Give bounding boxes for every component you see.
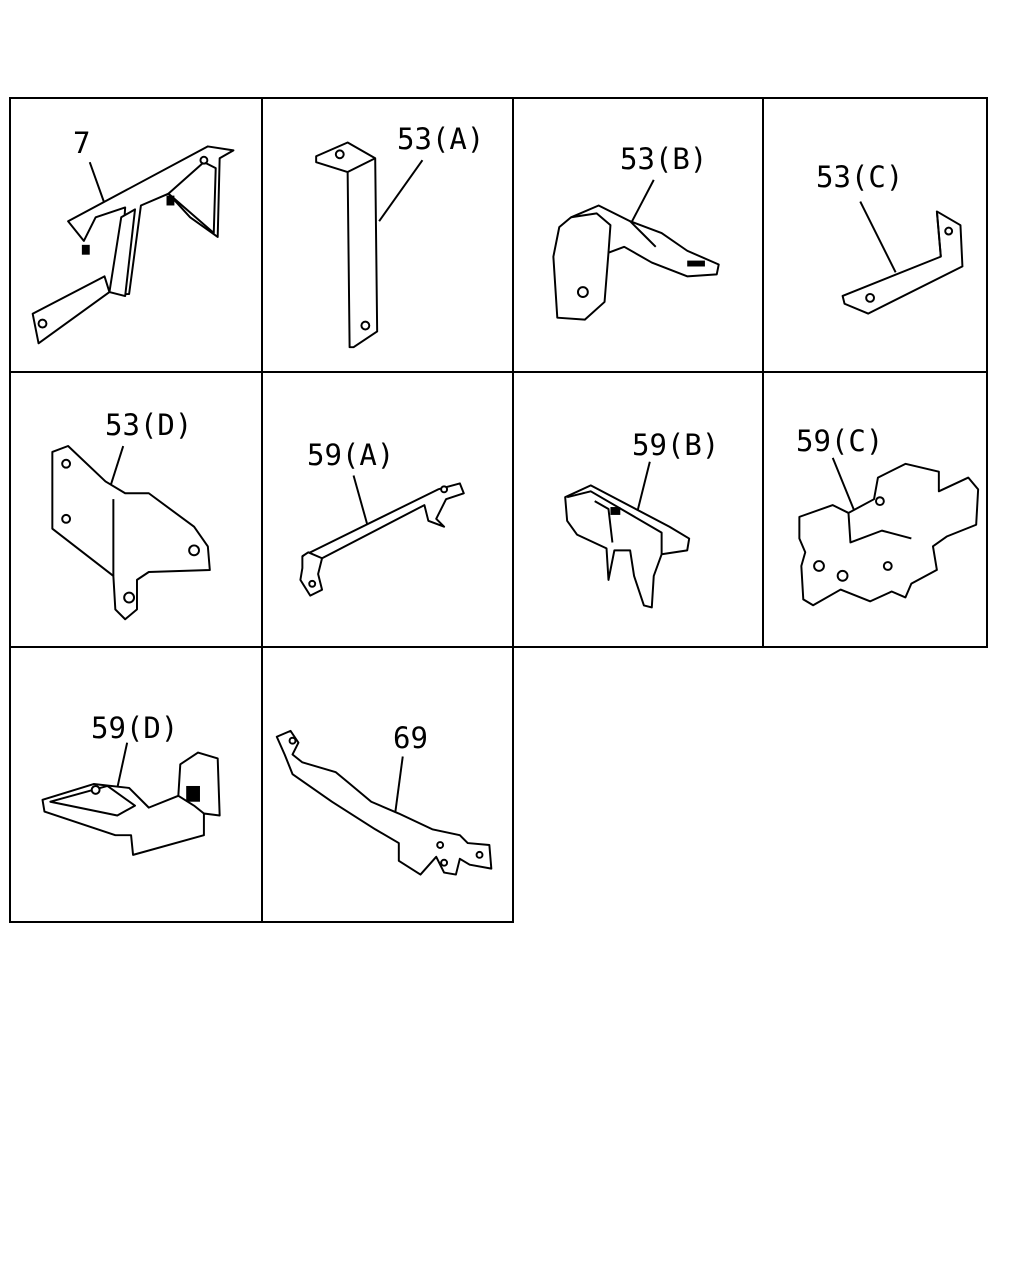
cell-part-53a[interactable]: 53(A) xyxy=(261,97,514,373)
part-label-7: 7 xyxy=(73,126,91,160)
bracket-7-drawing xyxy=(31,145,235,345)
part-label-53a: 53(A) xyxy=(397,122,485,156)
bracket-59c-drawing xyxy=(798,457,980,607)
part-label-59d: 59(D) xyxy=(91,711,179,745)
cell-part-53d[interactable]: 53(D) xyxy=(9,371,263,648)
bracket-53b-drawing xyxy=(552,179,720,321)
cell-part-69[interactable]: 69 xyxy=(261,646,514,923)
part-label-59c: 59(C) xyxy=(796,424,884,458)
cell-part-53c[interactable]: 53(C) xyxy=(762,97,988,373)
part-label-53c: 53(C) xyxy=(816,160,904,194)
bracket-53d-drawing xyxy=(51,445,211,621)
cell-part-59d[interactable]: 59(D) xyxy=(9,646,263,923)
part-label-59b: 59(B) xyxy=(632,428,720,462)
part-label-59a: 59(A) xyxy=(307,438,395,472)
part-label-69: 69 xyxy=(393,721,428,755)
cell-part-7[interactable]: 7 xyxy=(9,97,263,373)
cell-part-59a[interactable]: 59(A) xyxy=(261,371,514,648)
bracket-53c-drawing xyxy=(841,201,964,315)
bracket-59b-drawing xyxy=(564,461,691,609)
bracket-59d-drawing xyxy=(41,742,221,856)
cell-part-59b[interactable]: 59(B) xyxy=(512,371,765,648)
bracket-59a-drawing xyxy=(299,475,465,597)
bracket-53a-drawing xyxy=(315,141,424,349)
cell-part-53b[interactable]: 53(B) xyxy=(512,97,765,373)
part-label-53d: 53(D) xyxy=(105,408,193,442)
cell-part-59c[interactable]: 59(C) xyxy=(762,371,988,648)
part-label-53b: 53(B) xyxy=(620,142,708,176)
bracket-69-drawing xyxy=(275,729,493,876)
